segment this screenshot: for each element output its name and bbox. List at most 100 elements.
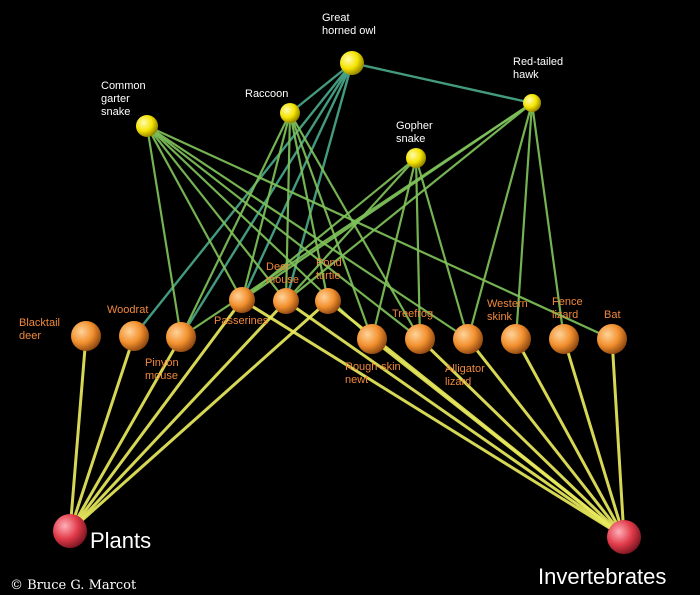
link-garter-alligator — [145, 124, 470, 341]
label-line: Plants — [90, 528, 151, 553]
link-raccoon-pinyon — [179, 111, 292, 339]
label-line: Treefrog — [392, 308, 433, 320]
label-line: Common — [101, 80, 146, 92]
node-newt — [357, 324, 387, 354]
label-line: Western — [487, 298, 528, 310]
node-pinyon — [166, 322, 196, 352]
label-line: mouse — [145, 370, 178, 382]
label-line: deer — [19, 330, 41, 342]
node-alligator — [453, 324, 483, 354]
link-inverts-alligator — [466, 337, 626, 539]
label-line: Woodrat — [107, 304, 148, 316]
node-inverts — [607, 520, 641, 554]
label-line: Pond — [316, 257, 342, 269]
node-gopher — [406, 148, 426, 168]
link-inverts-skink — [514, 337, 626, 539]
label-line: Deer — [266, 261, 290, 273]
node-skink — [501, 324, 531, 354]
label-line: Gopher — [396, 120, 433, 132]
node-plants — [53, 514, 87, 548]
link-owl-woodrat — [132, 61, 354, 338]
link-garter-passerines — [145, 124, 244, 302]
link-plants-pinyon — [68, 335, 183, 533]
link-plants-deermouse — [68, 299, 288, 533]
node-treefrog — [405, 324, 435, 354]
link-garter-pinyon — [145, 124, 183, 339]
label-line: lizard — [445, 376, 471, 388]
label-woodrat: Woodrat — [107, 304, 148, 316]
label-line: Alligator — [445, 363, 485, 375]
label-line: Bat — [604, 309, 621, 321]
node-fence — [549, 324, 579, 354]
link-inverts-fence — [562, 337, 626, 539]
link-owl-raccoon — [288, 61, 354, 115]
link-owl-pinyon — [179, 61, 354, 339]
label-line: hawk — [513, 69, 539, 81]
label-line: skink — [487, 311, 513, 323]
node-owl — [340, 51, 364, 75]
label-line: Fence — [552, 296, 583, 308]
link-garter-bat — [145, 124, 614, 341]
link-hawk-skink — [514, 101, 534, 341]
link-inverts-bat — [610, 337, 626, 539]
link-owl-passerines — [240, 61, 354, 302]
label-line: Blacktail — [19, 317, 60, 329]
node-passerines — [229, 287, 255, 313]
node-hawk — [523, 94, 541, 112]
link-raccoon-passerines — [240, 111, 292, 302]
node-raccoon — [280, 103, 300, 123]
link-hawk-fence — [530, 101, 566, 341]
link-garter-treefrog — [145, 124, 422, 341]
label-line: lizard — [552, 309, 578, 321]
link-inverts-passerines — [240, 298, 626, 539]
label-line: Red-tailed — [513, 56, 563, 68]
link-gopher-newt — [370, 156, 418, 341]
label-treefrog: Treefrog — [392, 308, 433, 320]
label-line: Great — [322, 12, 350, 24]
link-plants-turtle — [68, 299, 330, 533]
link-plants-passerines — [68, 298, 244, 533]
node-turtle — [315, 288, 341, 314]
link-hawk-deermouse — [284, 101, 534, 303]
label-line: horned owl — [322, 25, 376, 37]
link-plants-deer — [68, 334, 88, 533]
label-raccoon: Raccoon — [245, 88, 288, 100]
link-gopher-treefrog — [414, 156, 422, 341]
label-line: Passerines — [214, 315, 269, 327]
label-line: Invertebrates — [538, 564, 666, 589]
label-line: Rough-skin — [345, 361, 401, 373]
label-line: newt — [345, 374, 368, 386]
link-inverts-newt — [370, 337, 626, 539]
node-woodrat — [119, 321, 149, 351]
node-garter — [136, 115, 158, 137]
node-deer — [71, 321, 101, 351]
label-line: Pinyon — [145, 357, 179, 369]
label-inverts: Invertebrates — [538, 564, 666, 589]
label-bat: Bat — [604, 309, 621, 321]
node-deermouse — [273, 288, 299, 314]
label-passerines: Passerines — [214, 315, 269, 327]
link-hawk-alligator — [466, 101, 534, 341]
link-gopher-deermouse — [284, 156, 418, 303]
link-gopher-passerines — [240, 156, 418, 302]
label-line: garter — [101, 93, 130, 105]
link-inverts-deermouse — [284, 299, 626, 539]
link-owl-hawk — [350, 61, 534, 105]
label-line: mouse — [266, 274, 299, 286]
link-raccoon-deermouse — [284, 111, 292, 303]
nodes-layer — [53, 51, 641, 554]
link-hawk-passerines — [240, 101, 534, 302]
node-bat — [597, 324, 627, 354]
